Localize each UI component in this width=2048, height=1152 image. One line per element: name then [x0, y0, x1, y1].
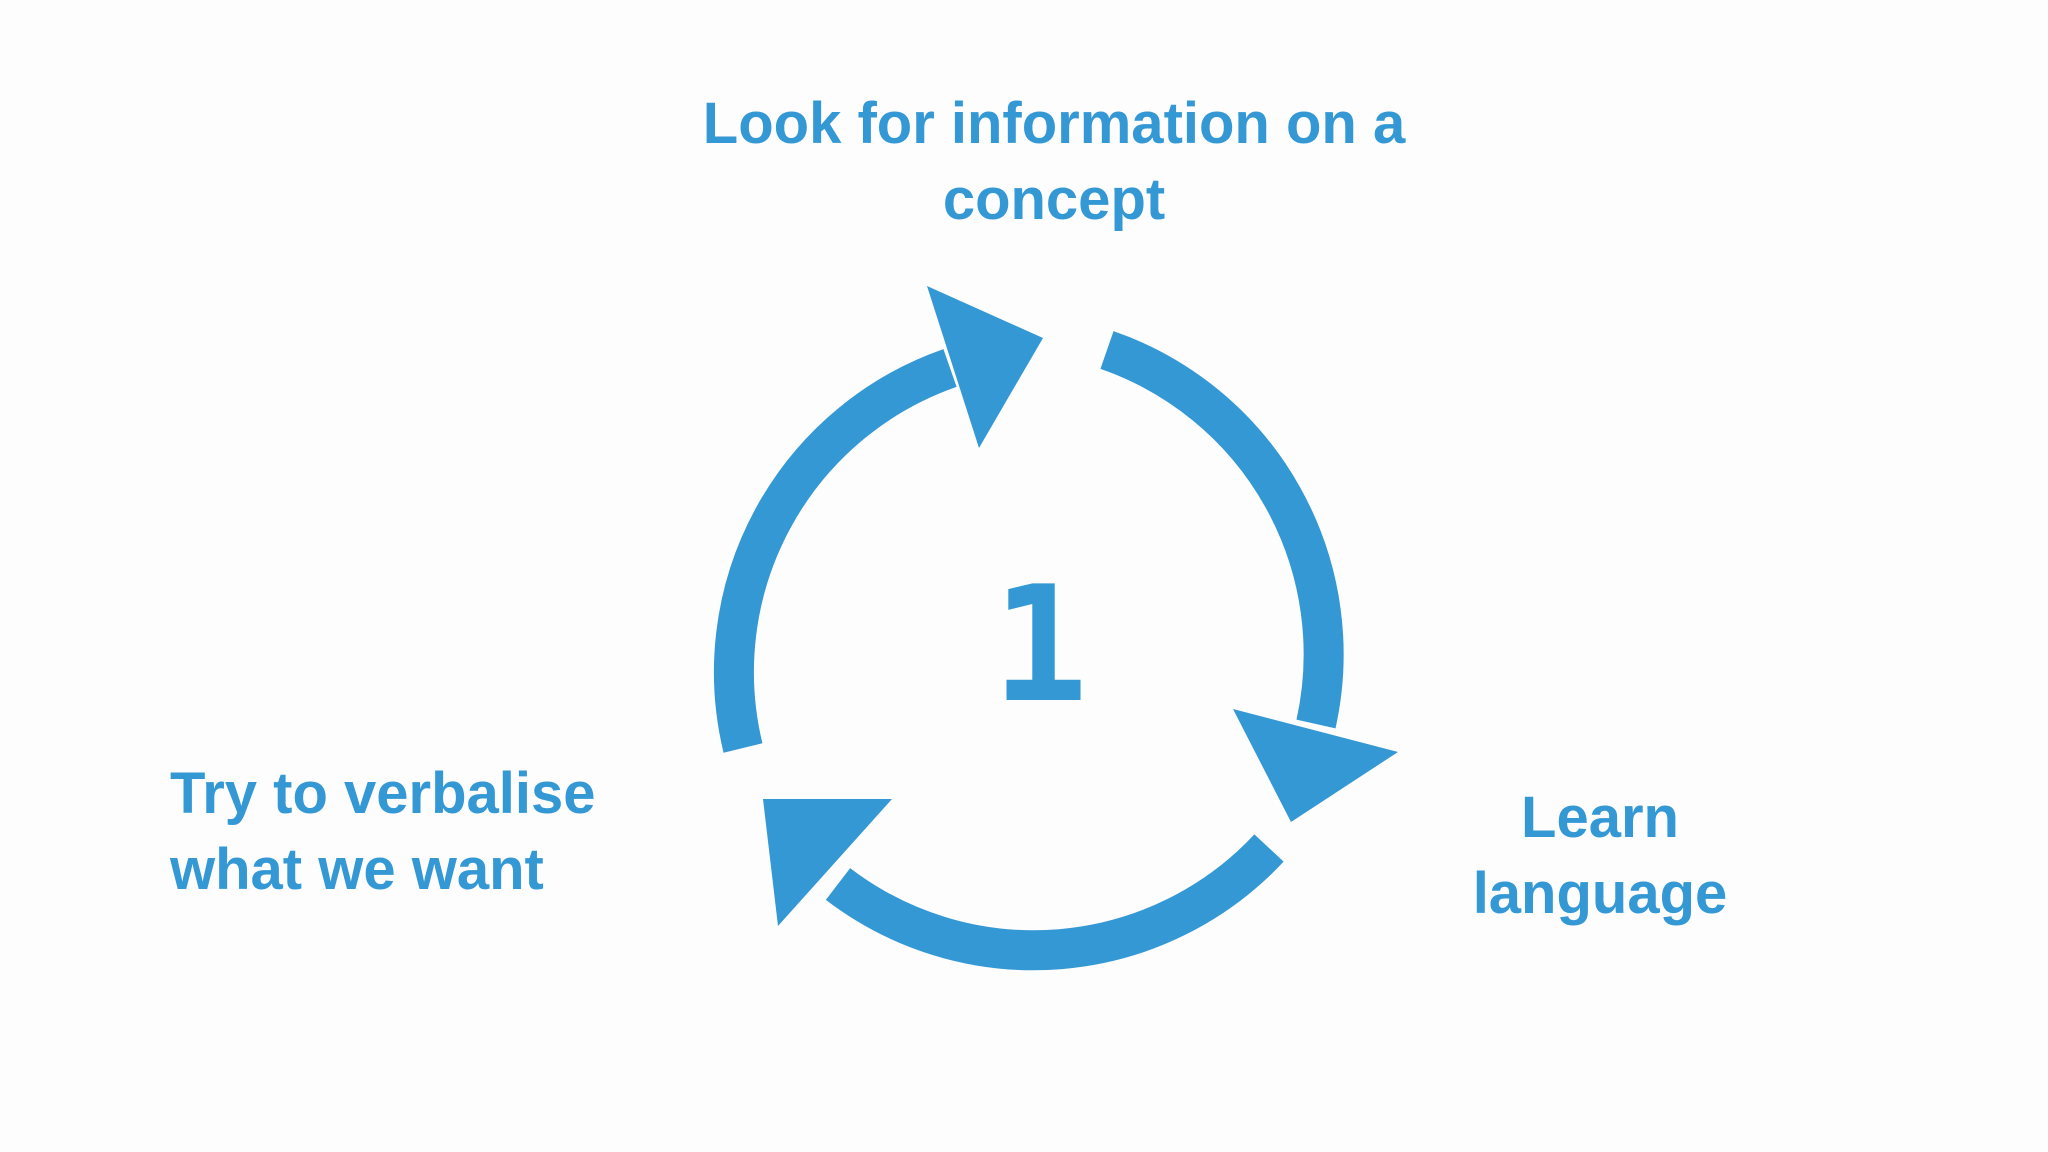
cycle-arrow-to-left — [825, 834, 1284, 971]
arrow-head-top — [927, 286, 1043, 448]
arrow-head-left — [763, 799, 892, 926]
step-label-look-for-information: Look for information on a concept — [654, 86, 1454, 238]
step-label-learn-language: Learn language — [1420, 780, 1780, 932]
step-number: 1 — [991, 551, 1089, 738]
step-label-line: language — [1472, 861, 1728, 926]
step-label-line: concept — [942, 167, 1166, 232]
step-label-line: Learn — [1521, 785, 1679, 850]
step-label-verbalise: Try to verbalise what we want — [170, 756, 670, 908]
step-label-line: what we want — [170, 837, 544, 902]
arrow-head-right — [1233, 709, 1398, 822]
cycle-arrow-to-top — [713, 349, 957, 753]
step-label-line: Try to verbalise — [170, 761, 596, 826]
step-label-line: Look for information on a — [702, 91, 1406, 156]
cycle-arrow-to-right — [1100, 331, 1344, 729]
